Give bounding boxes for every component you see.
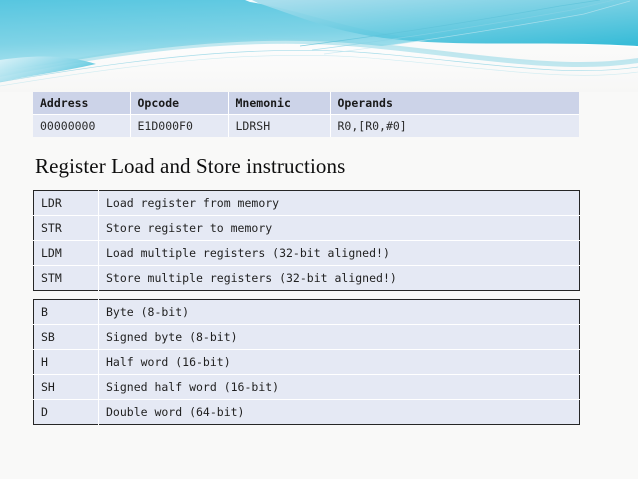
cell-mnemonic: LDR: [33, 190, 99, 216]
table-row: 00000000 E1D000F0 LDRSH R0,[R0,#0]: [33, 114, 579, 137]
column-header-opcode: Opcode: [130, 92, 229, 115]
cell-operands: R0,[R0,#0]: [330, 114, 579, 137]
table-row: SH Signed half word (16-bit): [33, 374, 580, 400]
load-store-instruction-table: LDR Load register from memory STR Store …: [33, 190, 580, 291]
cell-description: Store register to memory: [98, 215, 580, 241]
column-header-operands: Operands: [330, 92, 579, 115]
cell-mnemonic: STM: [33, 265, 99, 291]
cell-description: Half word (16-bit): [98, 349, 580, 375]
cell-description: Load multiple registers (32-bit aligned!…: [98, 240, 580, 266]
cell-description: Load register from memory: [98, 190, 580, 216]
table-row: SB Signed byte (8-bit): [33, 324, 580, 350]
size-suffix-table: B Byte (8-bit) SB Signed byte (8-bit) H …: [33, 299, 580, 425]
table-header-row: Address Opcode Mnemonic Operands: [33, 92, 579, 115]
cell-opcode: E1D000F0: [130, 114, 229, 137]
table-row: LDM Load multiple registers (32-bit alig…: [33, 240, 580, 266]
table-row: D Double word (64-bit): [33, 399, 580, 425]
table-row: STR Store register to memory: [33, 215, 580, 241]
cell-description: Store multiple registers (32-bit aligned…: [98, 265, 580, 291]
cell-address: 00000000: [33, 114, 131, 137]
header-wave-decoration: [0, 0, 638, 92]
table-row: STM Store multiple registers (32-bit ali…: [33, 265, 580, 291]
table-row: B Byte (8-bit): [33, 299, 580, 325]
cell-mnemonic: LDM: [33, 240, 99, 266]
page-title: Register Load and Store instructions: [35, 154, 346, 178]
cell-description: Signed half word (16-bit): [98, 374, 580, 400]
cell-suffix: SH: [33, 374, 99, 400]
table-row: LDR Load register from memory: [33, 190, 580, 216]
table-row: H Half word (16-bit): [33, 349, 580, 375]
column-header-mnemonic: Mnemonic: [228, 92, 331, 115]
cell-suffix: D: [33, 399, 99, 425]
cell-description: Byte (8-bit): [98, 299, 580, 325]
cell-suffix: SB: [33, 324, 99, 350]
cell-description: Double word (64-bit): [98, 399, 580, 425]
instruction-encoding-table: Address Opcode Mnemonic Operands 0000000…: [33, 92, 579, 137]
slide-content: Address Opcode Mnemonic Operands 0000000…: [33, 92, 605, 425]
cell-mnemonic: LDRSH: [228, 114, 331, 137]
cell-mnemonic: STR: [33, 215, 99, 241]
cell-suffix: B: [33, 299, 99, 325]
column-header-address: Address: [33, 92, 131, 115]
cell-description: Signed byte (8-bit): [98, 324, 580, 350]
cell-suffix: H: [33, 349, 99, 375]
